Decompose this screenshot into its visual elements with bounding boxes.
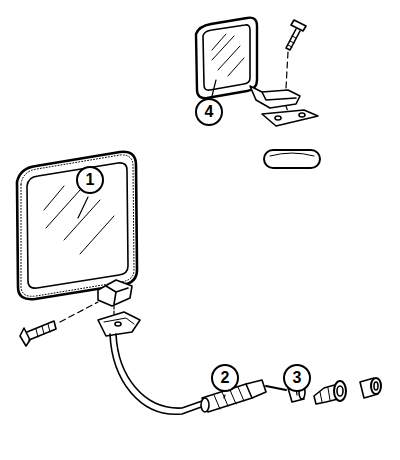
leader-lines bbox=[78, 80, 297, 398]
large-mirror bbox=[17, 152, 381, 415]
callout-number: 1 bbox=[76, 166, 104, 194]
callout-number: 4 bbox=[195, 98, 223, 126]
small-mirror bbox=[196, 18, 320, 168]
callout-number: 3 bbox=[283, 364, 311, 392]
callout-number: 2 bbox=[211, 364, 239, 392]
